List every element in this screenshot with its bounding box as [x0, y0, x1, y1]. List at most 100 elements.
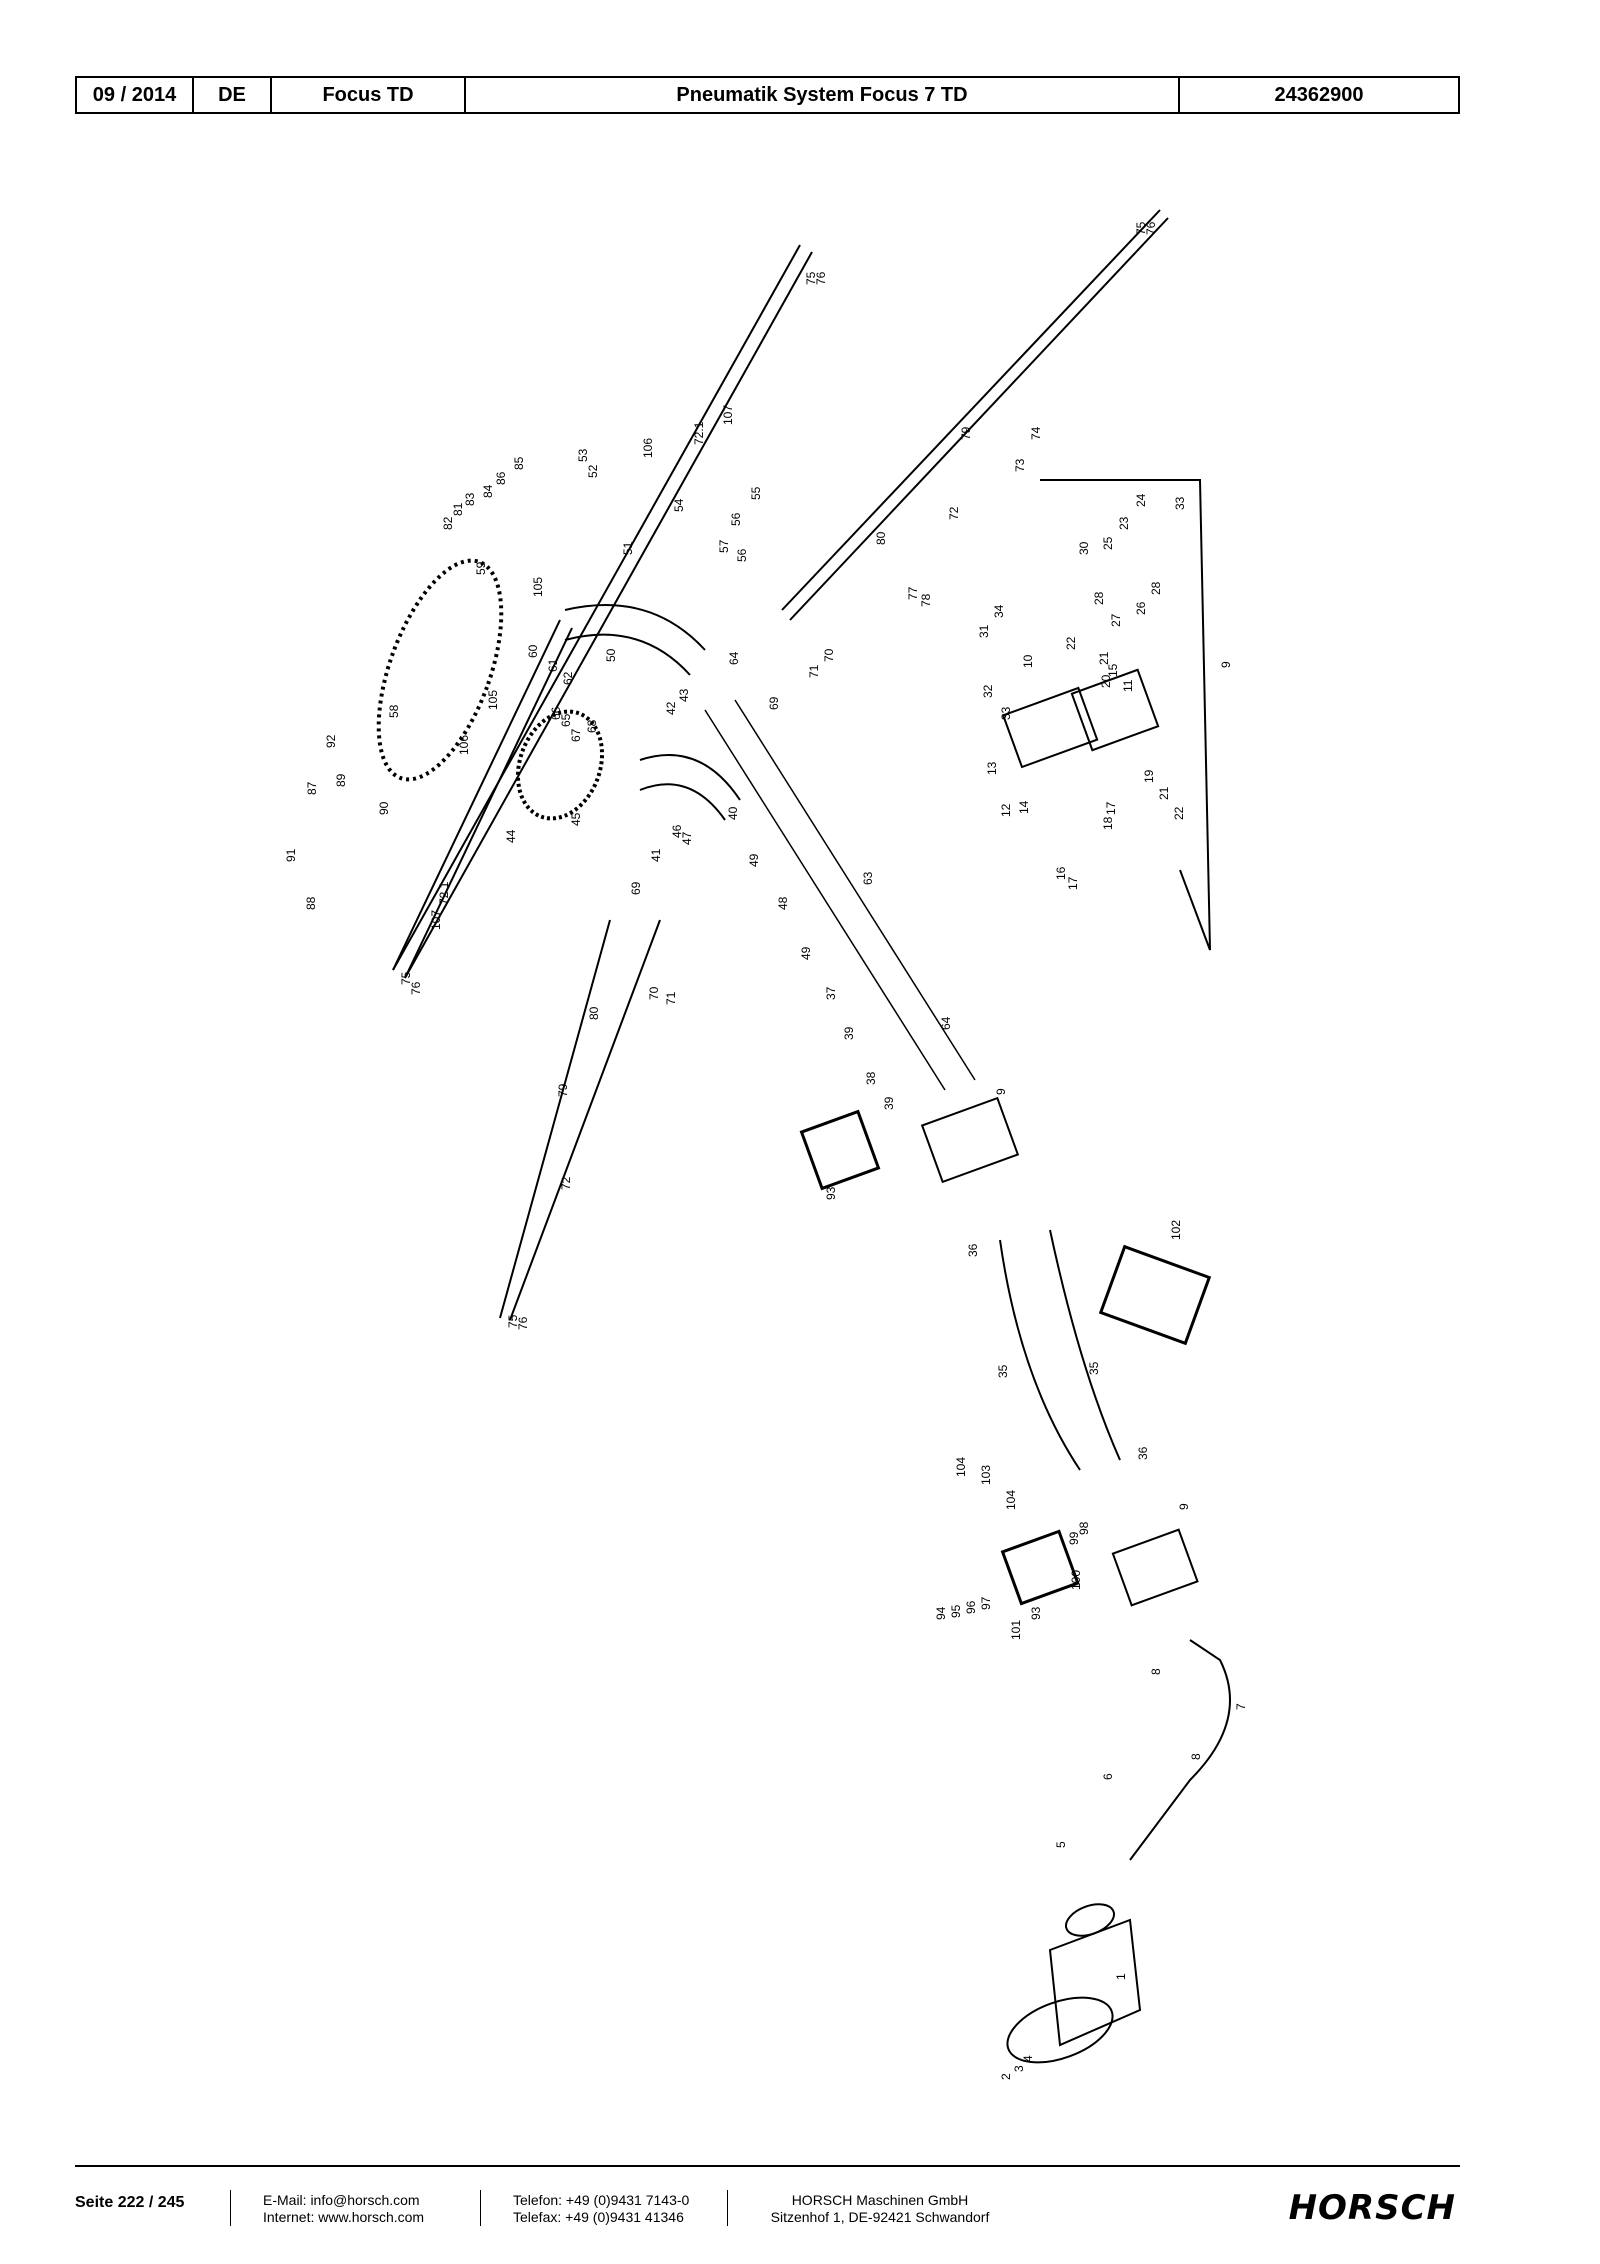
part-label: 33 — [999, 706, 1013, 720]
part-label: 61 — [546, 658, 560, 672]
bellows-50 — [564, 604, 706, 676]
unit-block-2 — [1070, 668, 1160, 752]
part-label: 76 — [1144, 221, 1158, 235]
part-label: 96 — [964, 1600, 978, 1614]
part-label: 60 — [526, 644, 540, 658]
part-label: 81 — [451, 502, 465, 516]
part-label: 92 — [324, 734, 338, 748]
part-label: 42 — [664, 701, 678, 715]
part-label: 21 — [1097, 651, 1111, 665]
boom-upper-left — [392, 244, 813, 979]
footer-phone: Telefon: +49 (0)9431 7143-0 — [513, 2192, 690, 2208]
part-label: 64 — [939, 1016, 953, 1030]
main-pipe — [704, 699, 976, 1091]
part-label: 106 — [641, 438, 655, 458]
part-label: 17 — [1066, 876, 1080, 890]
part-label: 15 — [1106, 663, 1120, 677]
distributor-9-lower — [1111, 1528, 1199, 1607]
part-label: 104 — [1004, 1490, 1018, 1510]
ring-44 — [515, 709, 605, 821]
part-label: 49 — [747, 853, 761, 867]
footer-contact: E-Mail: info@horsch.com Internet: www.ho… — [263, 2192, 424, 2226]
part-label: 76 — [814, 271, 828, 285]
bracket-9 — [1040, 479, 1211, 951]
part-label: 95 — [949, 1604, 963, 1618]
blower-housing — [1006, 1996, 1114, 2064]
pipe-35 — [999, 1229, 1121, 1471]
part-label: 5 — [1054, 1841, 1068, 1848]
part-label: 75 — [506, 1314, 520, 1328]
footer-email: E-Mail: info@horsch.com — [263, 2192, 420, 2208]
part-label: 36 — [1136, 1446, 1150, 1460]
distributor-93-lower — [1000, 1529, 1080, 1606]
part-label: 62 — [561, 671, 575, 685]
part-label: 79 — [959, 426, 973, 440]
footer-separator — [480, 2190, 481, 2226]
part-label: 90 — [377, 801, 391, 815]
footer-company: HORSCH Maschinen GmbH — [791, 2192, 969, 2208]
part-label: 6 — [1101, 1773, 1115, 1780]
part-label: 74 — [1029, 426, 1043, 440]
part-label: 91 — [284, 848, 298, 862]
part-label: 99 — [1067, 1531, 1081, 1545]
part-label: 83 — [463, 492, 477, 506]
boom-upper-left-strut — [392, 619, 573, 979]
part-label: 23 — [1117, 516, 1131, 530]
part-label: 19 — [1142, 769, 1156, 783]
part-label: 68 — [585, 719, 599, 733]
part-label: 67 — [569, 728, 583, 742]
part-label: 47 — [680, 831, 694, 845]
part-label: 32 — [981, 684, 995, 698]
part-label: 71 — [807, 664, 821, 678]
part-label: 66 — [549, 706, 563, 720]
part-label: 50 — [604, 648, 618, 662]
part-label: 84 — [481, 484, 495, 498]
part-label: 78 — [919, 593, 933, 607]
part-label: 103 — [979, 1465, 993, 1485]
part-label: 88 — [304, 896, 318, 910]
part-label: 75 — [399, 971, 413, 985]
part-label: 7 — [1234, 1703, 1248, 1710]
part-label: 39 — [882, 1096, 896, 1110]
distributor-9-upper — [920, 1096, 1020, 1184]
part-label: 73 — [1013, 458, 1027, 472]
horsch-logo: HORSCH — [1288, 2188, 1456, 2228]
part-label: 38 — [864, 1071, 878, 1085]
part-label: 43 — [677, 688, 691, 702]
part-label: 49 — [799, 946, 813, 960]
part-label: 70 — [822, 648, 836, 662]
header-title: Pneumatik System Focus 7 TD — [466, 78, 1180, 112]
part-label: 69 — [629, 881, 643, 895]
part-label: 102 — [1169, 1220, 1183, 1240]
part-label: 98 — [1077, 1521, 1091, 1535]
part-label: 105 — [486, 690, 500, 710]
page-number: Seite 222 / 245 — [75, 2194, 185, 2211]
part-label: 80 — [587, 1006, 601, 1020]
part-label: 64 — [727, 651, 741, 665]
part-label: 97 — [979, 1596, 993, 1610]
part-label: 10 — [1021, 654, 1035, 668]
footer-separator — [727, 2190, 728, 2226]
part-label: 76 — [409, 981, 423, 995]
boom-upper-right — [781, 209, 1169, 621]
part-label: 45 — [569, 812, 583, 826]
grid-box-102 — [1098, 1244, 1212, 1346]
header-language: DE — [194, 78, 272, 112]
part-label: 4 — [1021, 2055, 1035, 2062]
part-label: 28 — [1149, 581, 1163, 595]
part-label: 63 — [861, 871, 875, 885]
part-label: 18 — [1101, 816, 1115, 830]
part-label: 40 — [726, 806, 740, 820]
footer-phone-block: Telefon: +49 (0)9431 7143-0 Telefax: +49… — [513, 2192, 689, 2226]
header-model: Focus TD — [272, 78, 466, 112]
part-label: 14 — [1017, 800, 1031, 814]
part-label: 80 — [874, 531, 888, 545]
part-label: 72 — [559, 1176, 573, 1190]
part-label: 1 — [1114, 1973, 1128, 1980]
footer-separator — [230, 2190, 231, 2226]
part-label: 58 — [387, 704, 401, 718]
part-label: 13 — [985, 761, 999, 775]
part-label: 94 — [934, 1606, 948, 1620]
part-label: 36 — [966, 1243, 980, 1257]
ring-58 — [376, 558, 504, 782]
